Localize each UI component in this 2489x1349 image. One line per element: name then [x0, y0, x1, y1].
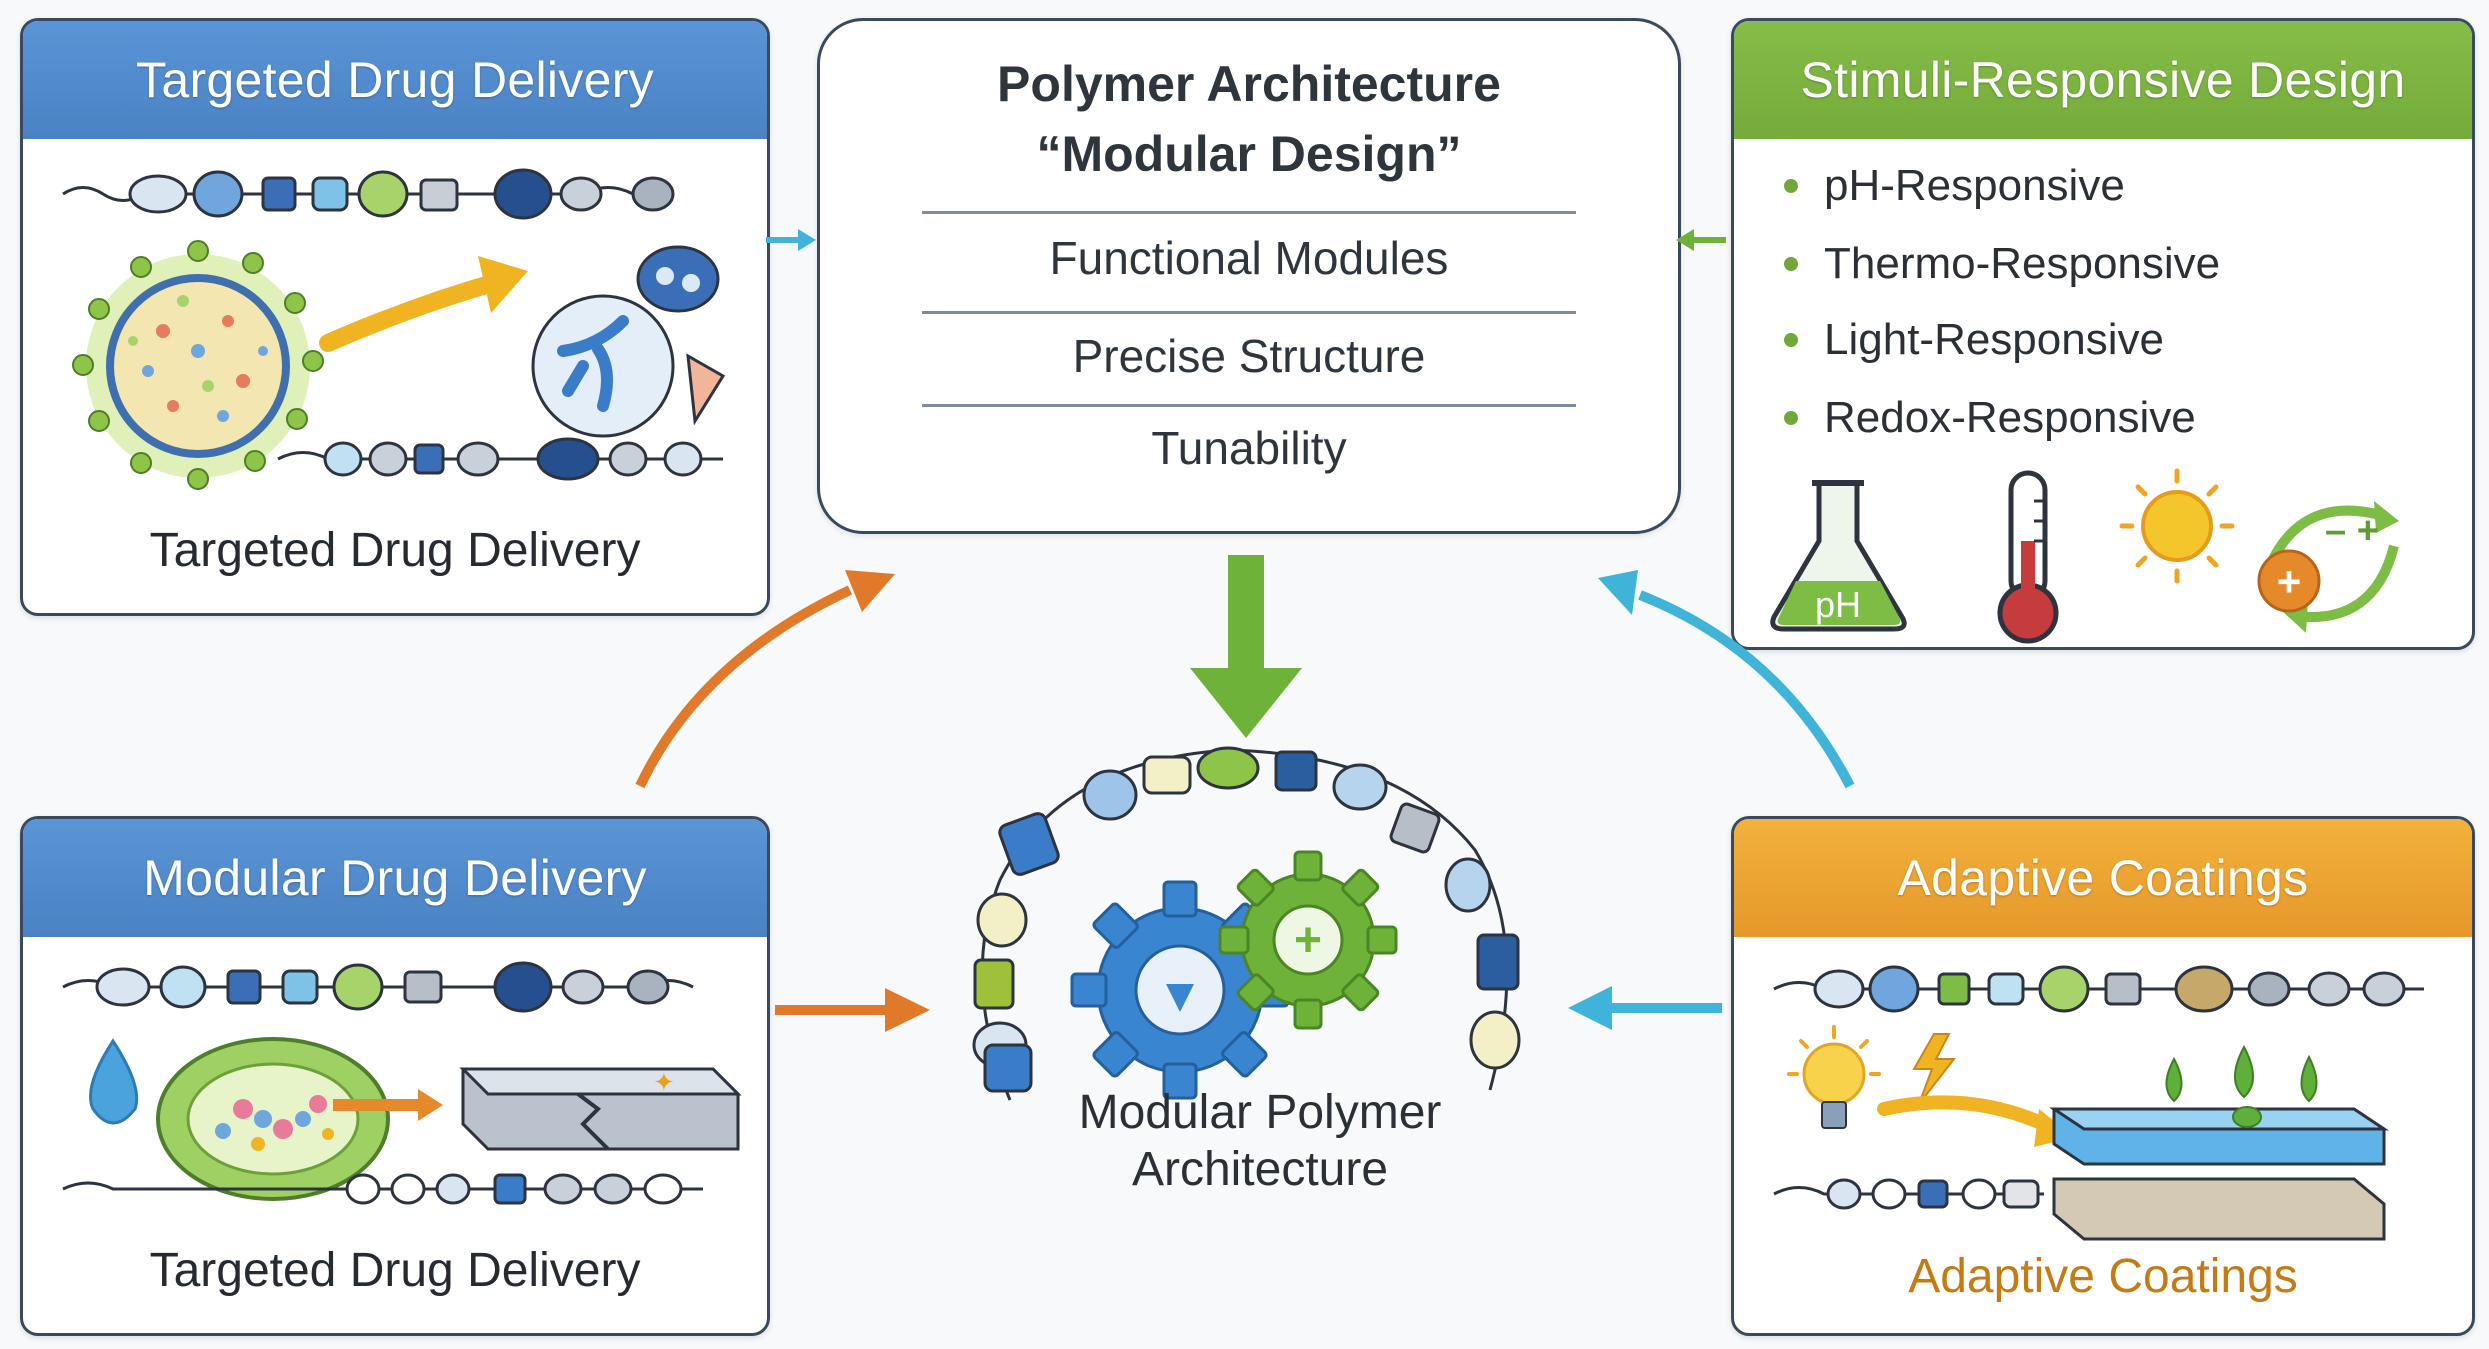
card-header: Stimuli-Responsive Design	[1734, 21, 2472, 139]
card-header-title: Modular Drug Delivery	[143, 850, 647, 906]
center-title-line1: Polymer Architecture	[997, 56, 1501, 112]
core-label-line2: Architecture	[1131, 1143, 1389, 1196]
svg-text:✦: ✦	[653, 1068, 675, 1098]
targeted-drug-delivery-card: Targeted Drug Delivery	[20, 18, 770, 616]
divider	[922, 311, 1576, 314]
redox-icon: + – +	[2257, 501, 2399, 633]
svg-text:+: +	[1294, 914, 1322, 967]
card-header-title: Stimuli-Responsive Design	[1800, 52, 2406, 108]
adaptive-coatings-card: Adaptive Coatings	[1731, 816, 2475, 1336]
nanoparticle-illustration	[62, 168, 726, 490]
polymer-architecture-card: Polymer Architecture “Modular Design” Fu…	[817, 18, 1681, 534]
bullet-ph-responsive: pH-Responsive	[1784, 161, 2125, 211]
center-item-precise-structure: Precise Structure	[1072, 330, 1426, 382]
thermometer-icon	[1997, 470, 2059, 644]
arrow-green-down	[1190, 555, 1302, 738]
card-header: Targeted Drug Delivery	[23, 21, 767, 139]
card-header: Modular Drug Delivery	[23, 819, 767, 937]
coating-illustration	[1773, 965, 2424, 1241]
arrow-green-right	[1676, 229, 1726, 251]
lightning-icon	[1912, 1033, 1957, 1105]
card-caption: Adaptive Coatings	[1908, 1250, 2298, 1303]
svg-text:+: +	[2277, 558, 2302, 605]
flask-icon	[1770, 480, 1907, 632]
center-item-tunability: Tunability	[1151, 422, 1347, 474]
arrow-orange-right	[775, 988, 930, 1032]
arrow-cyan-left	[766, 229, 816, 251]
sun-icon	[2119, 468, 2235, 584]
modular-drug-delivery-card: Modular Drug Delivery ✦	[20, 816, 770, 1336]
center-item-functional-modules: Functional Modules	[1049, 232, 1449, 284]
svg-text:– +: – +	[2325, 510, 2379, 552]
card-header-title: Targeted Drug Delivery	[136, 52, 654, 108]
arrow-cyan-left-bottom	[1568, 986, 1722, 1030]
center-title-line2: “Modular Design”	[1036, 126, 1462, 182]
card-caption: Targeted Drug Delivery	[149, 1244, 641, 1297]
divider	[922, 211, 1576, 214]
svg-text:pH: pH	[1815, 584, 1861, 625]
circular-polymer-chain	[972, 746, 1521, 1101]
bullet-redox-responsive: Redox-Responsive	[1784, 393, 2196, 443]
bullet-light-responsive: Light-Responsive	[1784, 315, 2164, 365]
core-label-line1: Modular Polymer	[1078, 1086, 1442, 1139]
card-header: Adaptive Coatings	[1734, 819, 2472, 937]
liposome-illustration: ✦	[62, 961, 742, 1205]
divider	[922, 404, 1576, 407]
bullet-thermo-responsive: Thermo-Responsive	[1784, 239, 2220, 289]
card-caption: Targeted Drug Delivery	[149, 524, 641, 577]
stimuli-responsive-design-card: Stimuli-Responsive Design pH-Responsive …	[1731, 18, 2475, 650]
card-header-title: Adaptive Coatings	[1897, 850, 2309, 906]
gear-icon: +	[1070, 850, 1398, 1100]
drop-icon	[89, 1038, 139, 1125]
bulb-icon	[1787, 1025, 1881, 1129]
